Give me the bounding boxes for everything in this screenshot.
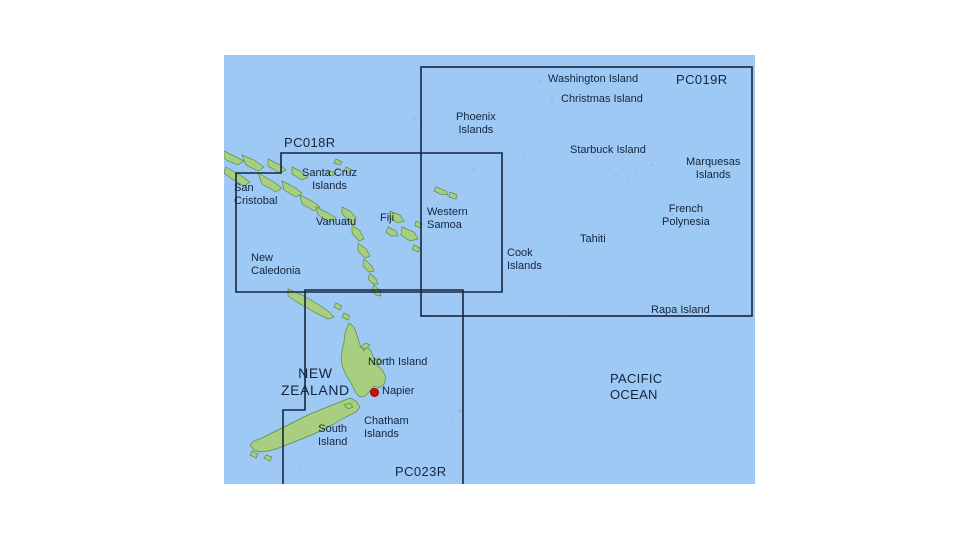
place-label-washington-island: Washington Island [548,73,639,85]
new-zealand-north-island-landmass [340,322,387,398]
ocean-label-pacific: PACIFIC OCEAN [610,371,663,402]
chart-boundary-pc019r[interactable] [420,66,753,317]
place-label-starbuck-island: Starbuck Island [570,144,646,156]
solomon-islands-landmass [224,150,337,223]
place-label-chatham-islands: Chatham Islands [364,415,409,440]
pacific-ocean-map[interactable]: .land { fill: #a8cf80; stroke: #5d8a47; … [224,55,755,484]
new-caledonia-landmass [287,288,351,321]
city-marker-napier[interactable] [370,388,379,397]
place-label-french-polynesia: French Polynesia [662,203,710,228]
santa-cruz-islands-landmass [327,158,353,177]
vanuatu-landmass [341,206,382,297]
place-label-new-caledonia: New Caledonia [251,252,301,277]
place-label-fiji: Fiji [380,212,395,224]
place-label-vanuatu: Vanuatu [316,216,357,228]
place-label-san-cristobal: San Cristobal [234,182,278,207]
place-label-western-samoa: Western Samoa [427,206,468,231]
chart-code-pc019r: PC019R [676,72,728,87]
country-label-new-zealand: NEW ZEALAND [281,365,350,398]
western-samoa-landmass [433,186,458,200]
place-label-santa-cruz-islands: Santa Cruz Islands [302,167,358,192]
chart-boundary-pc018r[interactable] [235,152,503,293]
place-label-napier: Napier [382,385,415,397]
place-label-phoenix-islands: Phoenix Islands [456,111,496,136]
place-label-south-island: South Island [318,423,348,448]
place-label-marquesas-islands: Marquesas Islands [686,156,741,181]
chart-boundary-pc023r[interactable] [282,289,464,484]
place-label-north-island: North Island [368,356,428,368]
chart-code-pc023r: PC023R [395,464,447,479]
place-label-tahiti: Tahiti [580,233,606,245]
chart-code-pc018r: PC018R [284,135,336,150]
place-label-cook-islands: Cook Islands [507,247,542,272]
map-vector-layer: .land { fill: #a8cf80; stroke: #5d8a47; … [224,66,753,484]
place-label-rapa-island: Rapa Island [651,304,710,316]
place-label-christmas-island: Christmas Island [561,93,643,105]
new-zealand-south-island-landmass [249,397,361,462]
